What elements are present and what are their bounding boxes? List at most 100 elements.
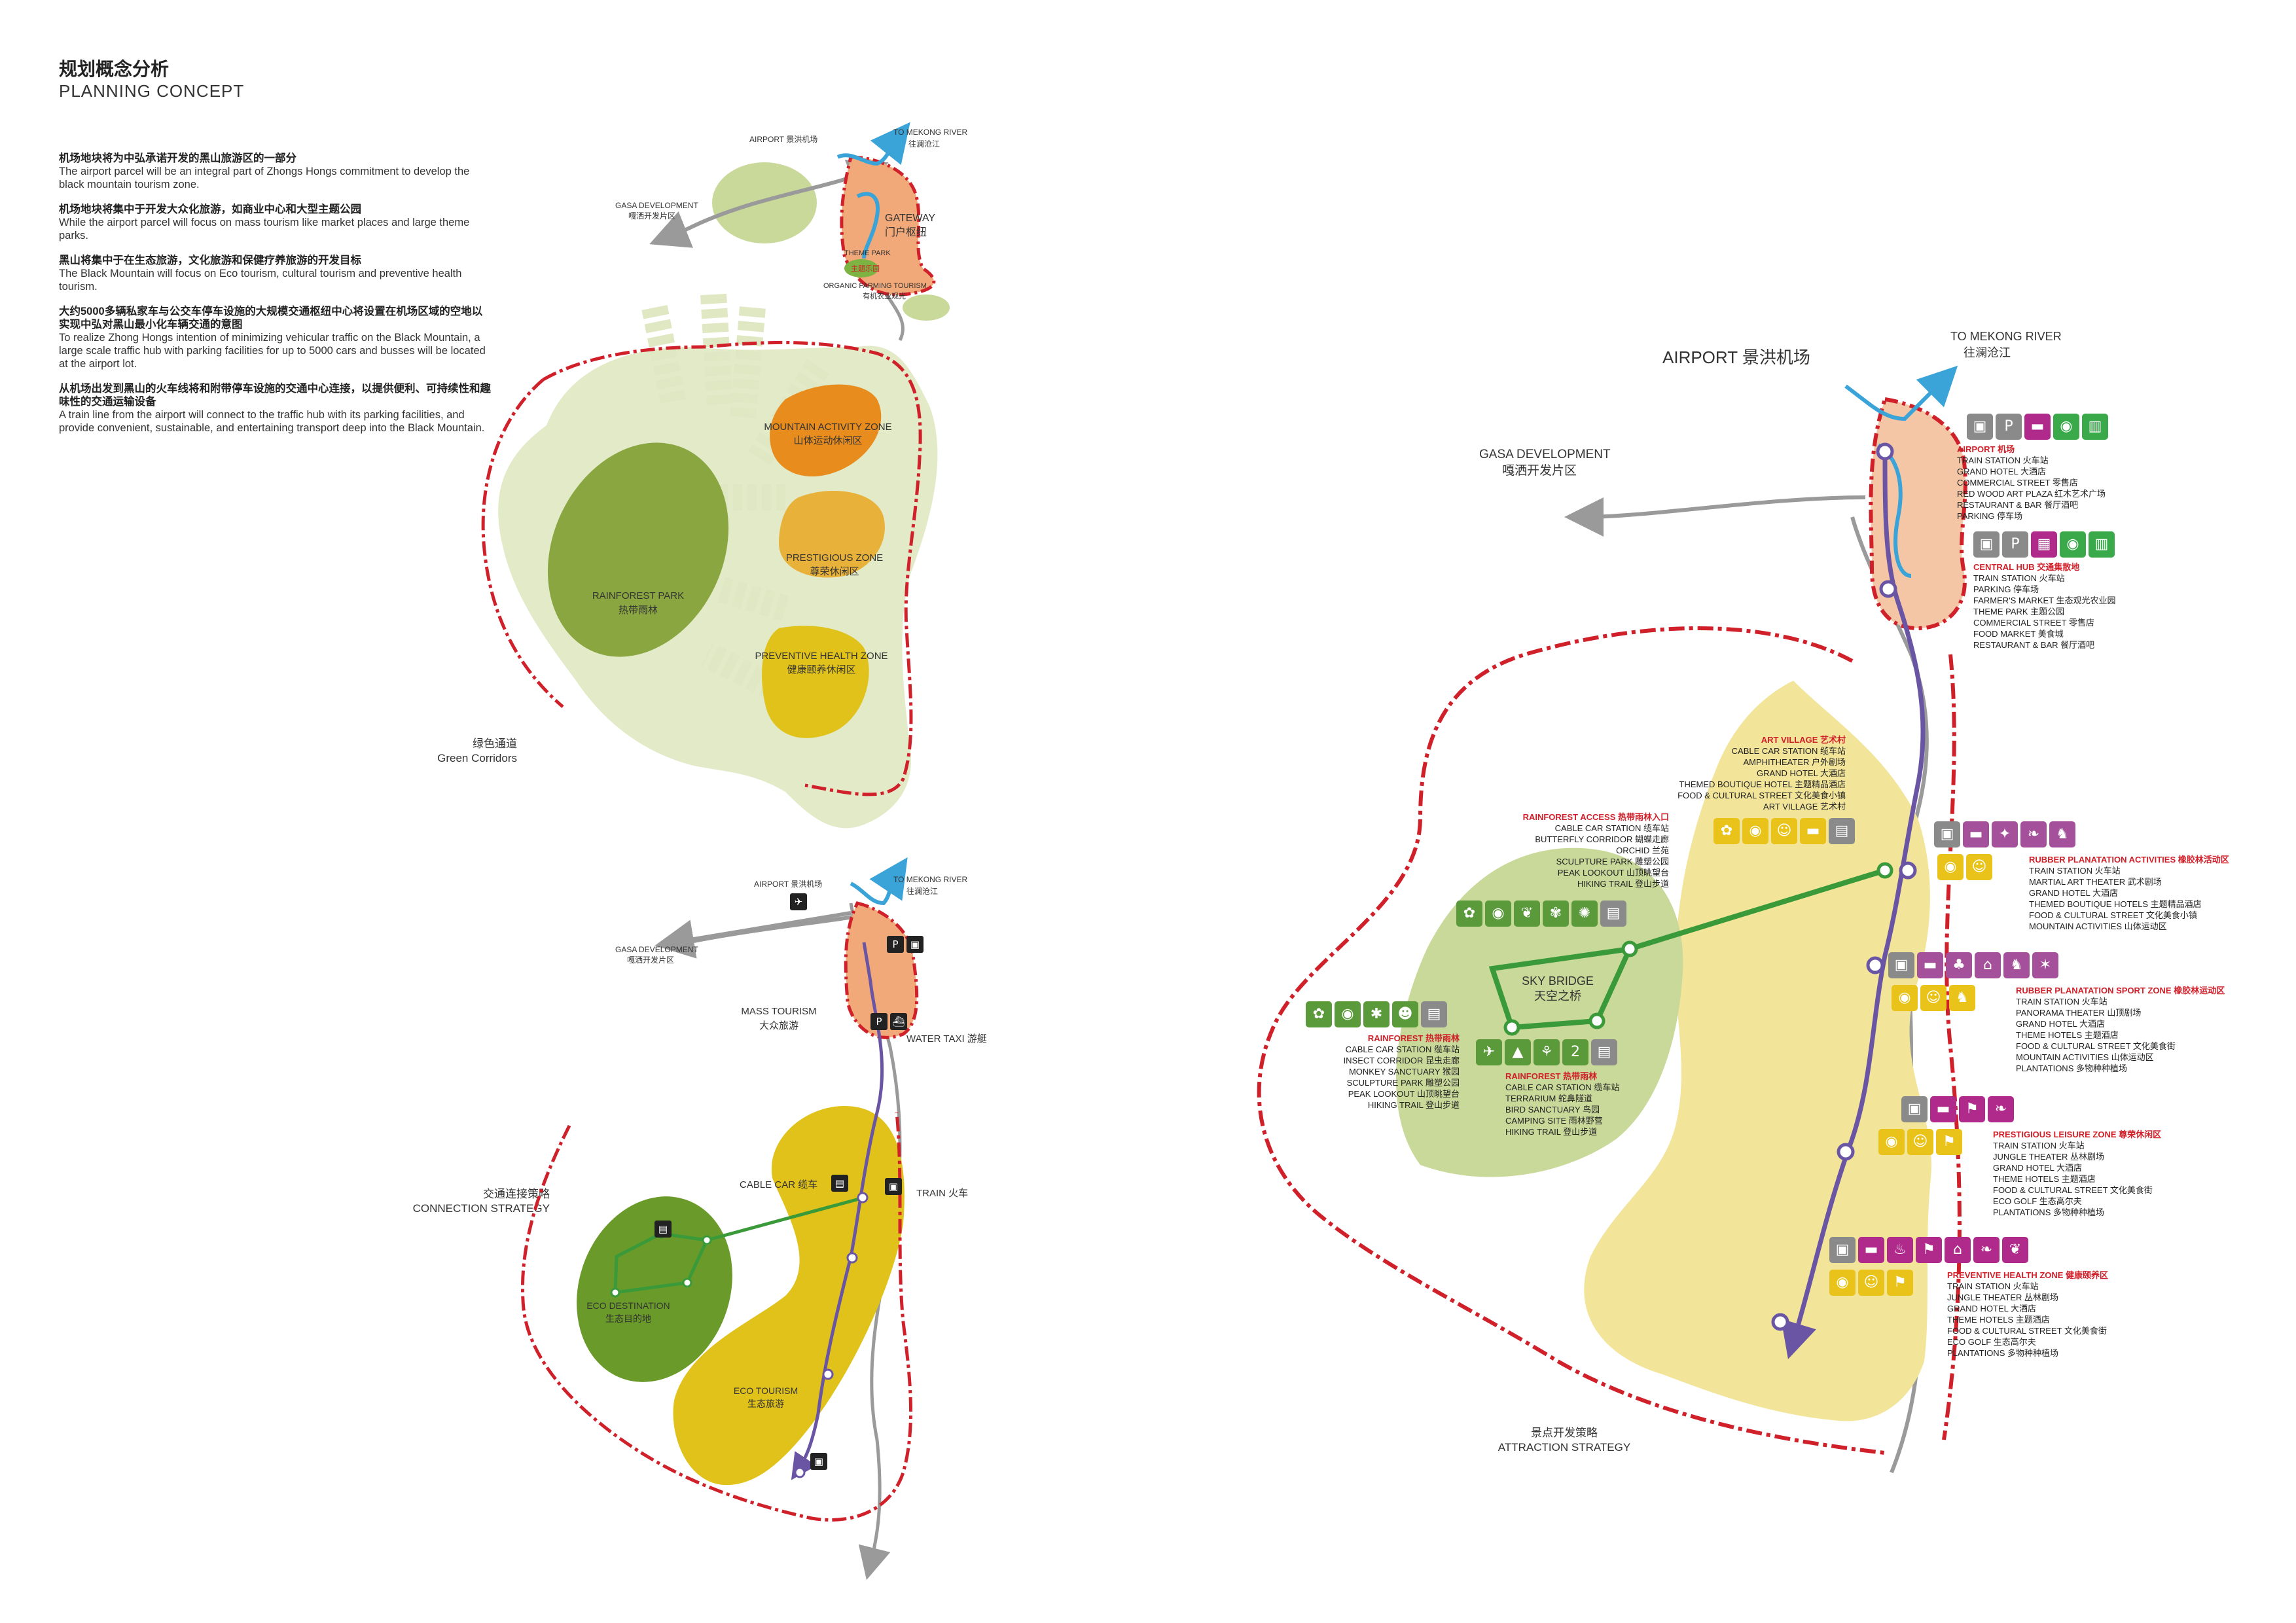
zone-head: AIRPORT 机场 — [1957, 444, 2015, 454]
market-icon: ▦ — [2031, 531, 2057, 558]
cable-car-icon: ▤ — [1829, 818, 1855, 844]
eco-destination-zone — [577, 1196, 732, 1382]
zone-item: CABLE CAR STATION 缆车站 — [1554, 823, 1669, 833]
caption-en: CONNECTION STRATEGY — [413, 1202, 550, 1215]
preventive-icons-2: ◉ ☺ ⚑ — [1829, 1270, 1913, 1296]
river-label: TO MEKONG RIVER — [893, 875, 967, 884]
dining-icon: ◉ — [1742, 818, 1768, 844]
organic-zone — [903, 294, 950, 321]
zone-head: PRESTIGIOUS LEISURE ZONE 尊荣休闲区 — [1993, 1130, 2162, 1139]
preventive-info: PREVENTIVE HEALTH ZONE 健康颐养区 TRAIN STATI… — [1947, 1270, 2108, 1359]
rubber-activities-icons: ▣ ▬ ✦ ❧ ♞ — [1934, 821, 2075, 847]
page-title-cn: 规划概念分析 — [59, 59, 170, 79]
cable-car-icon: ▤ — [1600, 901, 1626, 927]
zone-item: FOOD & CULTURAL STREET 文化美食街 — [1993, 1185, 2153, 1195]
leaf-icon: ❧ — [1988, 1096, 2014, 1122]
train-icon: ▣ — [1901, 1096, 1928, 1122]
train-icon: ▣ — [1829, 1237, 1856, 1263]
dining-icon: ◉ — [2060, 531, 2086, 558]
dining-icon: ◉ — [2053, 414, 2079, 440]
intro-cn: 大约5000多辆私家车与公交车停车设施的大规模交通枢纽中心将设置在机场区域的空地… — [59, 306, 483, 330]
shopping-icon: ▥ — [2082, 414, 2108, 440]
boundary-line — [542, 340, 922, 796]
preventive-zone — [762, 626, 869, 738]
sky-bridge-label: SKY BRIDGE — [1522, 974, 1594, 988]
intro-en: To realize Zhong Hongs intention of mini… — [59, 332, 486, 370]
airport-label: AIRPORT 景洪机场 — [1662, 348, 1810, 367]
gasa-label-cn: 嘎洒开发片区 — [1502, 463, 1577, 478]
cable-stations — [1503, 862, 1893, 1036]
zone-item: MONKEY SANCTUARY 猴园 — [1348, 1067, 1460, 1077]
gasa-road — [1564, 495, 1866, 537]
zone-item: GRAND HOTEL 大酒店 — [2016, 1019, 2106, 1029]
insect-icon: ✱ — [1363, 1001, 1390, 1027]
cable-car-icon: ▤ — [1591, 1039, 1617, 1065]
cable-car-icon: ▤ — [831, 1175, 848, 1192]
mass-label-cn: 大众旅游 — [759, 1020, 798, 1031]
zone-item: PANORAMA THEATER 山顶剧场 — [2016, 1008, 2142, 1018]
zone-item: THEMED BOUTIQUE HOTEL 主题精品酒店 — [1679, 779, 1846, 789]
gasa-label: GASA DEVELOPMENT — [615, 201, 698, 210]
flower-icon: ✾ — [1543, 901, 1569, 927]
theater-icon: ☺ — [1966, 854, 1992, 880]
caption-en: ATTRACTION STRATEGY — [1498, 1441, 1630, 1454]
zone-item: RED WOOD ART PLAZA 红木艺术广场 — [1957, 489, 2106, 499]
central-hub-info: CENTRAL HUB 交通集散地 TRAIN STATION 火车站 PARK… — [1973, 562, 2115, 651]
river-arrow — [850, 857, 908, 906]
hotel-icon: ▬ — [1963, 821, 1989, 847]
airport-label: AIRPORT 景洪机场 — [749, 135, 817, 144]
zone-item: BUTTERFLY CORRIDOR 蝴蝶走廊 — [1535, 834, 1669, 844]
cable-node — [1588, 1012, 1605, 1029]
zone-item: GRAND HOTEL 大酒店 — [1957, 467, 2047, 476]
river-line — [1877, 443, 1912, 578]
train-line — [1781, 451, 1926, 1359]
central-hub-icons: ▣ P ▦ ◉ ▥ — [1973, 531, 2115, 558]
caption-en: Green Corridors — [437, 752, 517, 764]
zone-item: THEME HOTELS 主题酒店 — [1947, 1315, 2050, 1325]
sky-bridge-line — [1488, 868, 1886, 1031]
rainforest-access-info: RAINFOREST ACCESS 热带雨林入口 CABLE CAR STATI… — [1473, 812, 1669, 889]
cable-car-icon: ▤ — [1421, 1001, 1447, 1027]
river-label: TO MEKONG RIVER — [1950, 330, 2062, 343]
prestigious-zone — [779, 491, 885, 578]
corridor — [716, 576, 789, 622]
train-label: TRAIN 火车 — [916, 1188, 968, 1199]
zone-item: ECO GOLF 生态高尔夫 — [1947, 1337, 2036, 1347]
zone-item: TRAIN STATION 火车站 — [2029, 866, 2121, 876]
station-node — [1771, 1313, 1789, 1331]
art-icon: ✿ — [1306, 1001, 1332, 1027]
theater-icon: ☺ — [1858, 1270, 1884, 1296]
zone-item: GRAND HOTEL 大酒店 — [1756, 768, 1846, 778]
zone-item: FOOD MARKET 美食城 — [1973, 629, 2064, 639]
theater-icon: ☺ — [1907, 1129, 1933, 1155]
zone-item: TRAIN STATION 火车站 — [1993, 1141, 2085, 1150]
intro-cn: 机场地块将集中于开发大众化旅游，如商业中心和大型主题公园 — [59, 204, 361, 215]
river-arrow — [836, 122, 910, 166]
elephant-icon: ♞ — [2049, 821, 2075, 847]
zone-item: FOOD & CULTURAL STREET 文化美食小镇 — [2029, 910, 2197, 920]
hotel-icon: ▬ — [1917, 952, 1943, 978]
gasa-label-cn: 嘎洒开发片区 — [628, 211, 675, 221]
zone-item: GRAND HOTEL 大酒店 — [2029, 888, 2119, 898]
boundary-line — [520, 1112, 913, 1522]
zone-item: ORCHID 兰苑 — [1616, 846, 1669, 855]
eco-tour-label: ECO TOURISM — [734, 1385, 798, 1396]
corridor — [641, 305, 687, 408]
dining-icon: ◉ — [1937, 854, 1964, 880]
road-arrow — [655, 911, 852, 959]
culture-icon: ✶ — [2032, 952, 2058, 978]
road-arrow — [649, 211, 693, 248]
hotel-icon: ▬ — [2024, 414, 2051, 440]
animal-icon: ♞ — [1949, 985, 1975, 1011]
zone-item: TRAIN STATION 火车站 — [2016, 997, 2108, 1007]
station-node — [1879, 580, 1897, 598]
intro-cn: 黑山将集中于在生态旅游，文化旅游和保健疗养旅游的开发目标 — [59, 255, 361, 266]
tree-icon: ♣ — [1946, 952, 1972, 978]
zone-item: CABLE CAR STATION 缆车站 — [1505, 1082, 1620, 1092]
prestigious-icons: ▣ ▬ ⚑ ❧ — [1901, 1096, 2014, 1122]
zone-item: RESTAURANT & BAR 餐厅酒吧 — [1973, 640, 2095, 650]
zone-item: PARKING 停车场 — [1957, 511, 2023, 521]
art-icon: ✿ — [1456, 901, 1482, 927]
